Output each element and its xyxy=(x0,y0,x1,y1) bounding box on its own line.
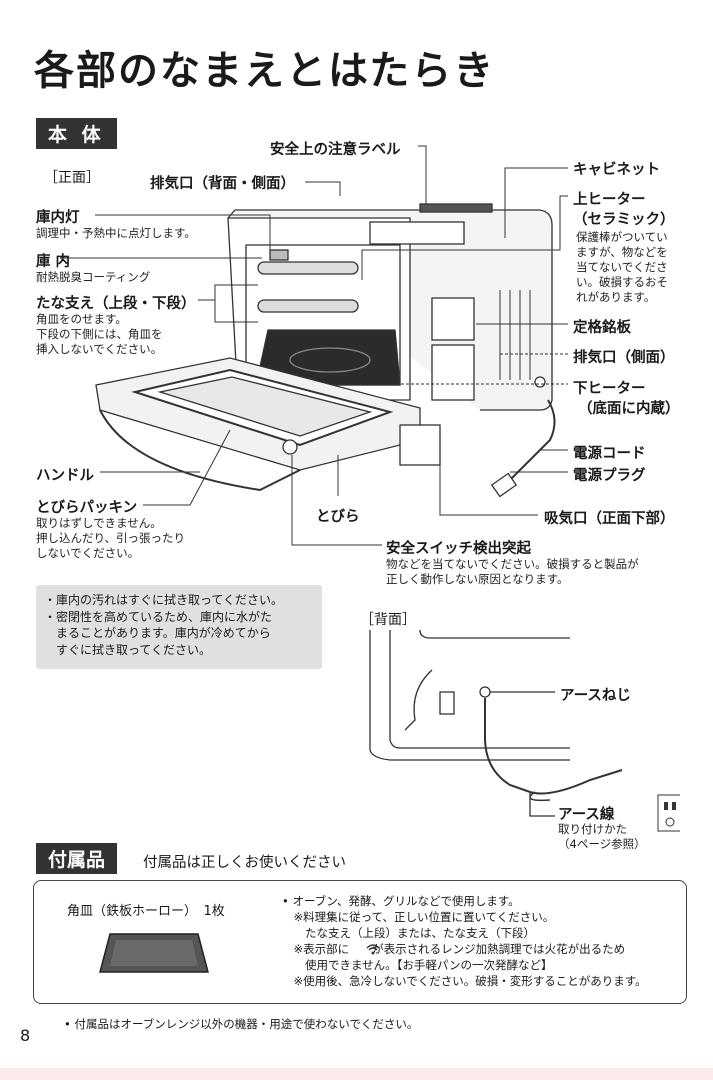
label-cabinet: キャビネット xyxy=(573,162,660,178)
upper-heater-note: 保護棒がついてい ますが、物などを 当てないでくださ い。破損するおそ れがあり… xyxy=(576,230,668,304)
label-earth-screw: アースねじ xyxy=(560,688,631,704)
label-lower-heater-sub: （底面に内蔵） xyxy=(578,401,680,417)
gasket-note: 取りはずしできません。 押し込んだり、引っ張ったり しないでください。 xyxy=(36,516,186,560)
cleaning-notes: ・庫内の汚れはすぐに拭き取ってください。 ・密閉性を高めているため、庫内に水がた… xyxy=(36,585,322,669)
accessory-details: • オーブン、発酵、グリルなどで使用します。 ※料理集に従って、正しい位置に置い… xyxy=(282,894,647,988)
label-light: 庫内灯 xyxy=(36,210,80,226)
interior-note: 耐熱脱臭コーティング xyxy=(36,270,151,284)
label-upper-heater: 上ヒーター xyxy=(573,192,646,208)
light-note: 調理中・予熱中に点灯します。 xyxy=(36,226,196,240)
back-label: ［背面］ xyxy=(360,612,416,628)
accessory-box xyxy=(33,880,687,1004)
label-shelf: たな支え（上段・下段） xyxy=(36,296,196,312)
earth-note: 取り付けかた （4ページ参照） xyxy=(558,822,646,851)
safety-switch-note: 物などを当てないでください。破損すると製品が 正しく動作しない原因となります。 xyxy=(386,557,639,586)
label-exhaust-side: 排気口（側面） xyxy=(573,350,675,366)
label-power-plug: 電源プラグ xyxy=(573,468,646,484)
label-interior: 庫 内 xyxy=(36,254,71,270)
label-upper-heater-sub: （セラミック） xyxy=(573,212,675,228)
label-power-cord: 電源コード xyxy=(573,446,646,462)
label-exhaust-back-side: 排気口（背面・側面） xyxy=(150,176,295,192)
accessory-item-name: 角皿（鉄板ホーロー） 1枚 xyxy=(67,904,225,919)
accessories-heading: 付属品は正しくお使いください xyxy=(143,855,346,871)
wall-outlet-icon xyxy=(657,794,680,832)
label-safety-switch: 安全スイッチ検出突起 xyxy=(386,541,531,557)
page-title: 各部のなまえとはたらき xyxy=(34,48,496,94)
label-intake: 吸気口（正面下部） xyxy=(544,511,675,527)
label-earth-wire: アース線 xyxy=(558,807,615,823)
section-main-tag: 本 体 xyxy=(36,118,117,149)
front-label: ［正面］ xyxy=(44,170,100,186)
oven-illustration xyxy=(60,145,568,546)
accessory-footer-note: • 付属品はオーブンレンジ以外の機器・用途で使わないでください。 xyxy=(64,1017,419,1031)
label-rating-plate: 定格銘板 xyxy=(573,320,631,336)
shelf-note: 角皿をのせます。 下段の下側には、角皿を 挿入しないでください。 xyxy=(36,312,163,356)
label-safety-label: 安全上の注意ラベル xyxy=(270,142,401,158)
microwave-icon xyxy=(366,944,380,955)
label-lower-heater: 下ヒーター xyxy=(573,381,646,397)
label-handle: ハンドル xyxy=(36,468,94,484)
section-accessories-tag: 付属品 xyxy=(36,843,118,874)
page-number: 8 xyxy=(20,1026,31,1045)
tray-image xyxy=(99,933,209,973)
back-illustration xyxy=(369,630,680,832)
label-gasket: とびらパッキン xyxy=(36,500,138,516)
label-door: とびら xyxy=(316,509,360,525)
bottom-band xyxy=(0,1068,713,1080)
